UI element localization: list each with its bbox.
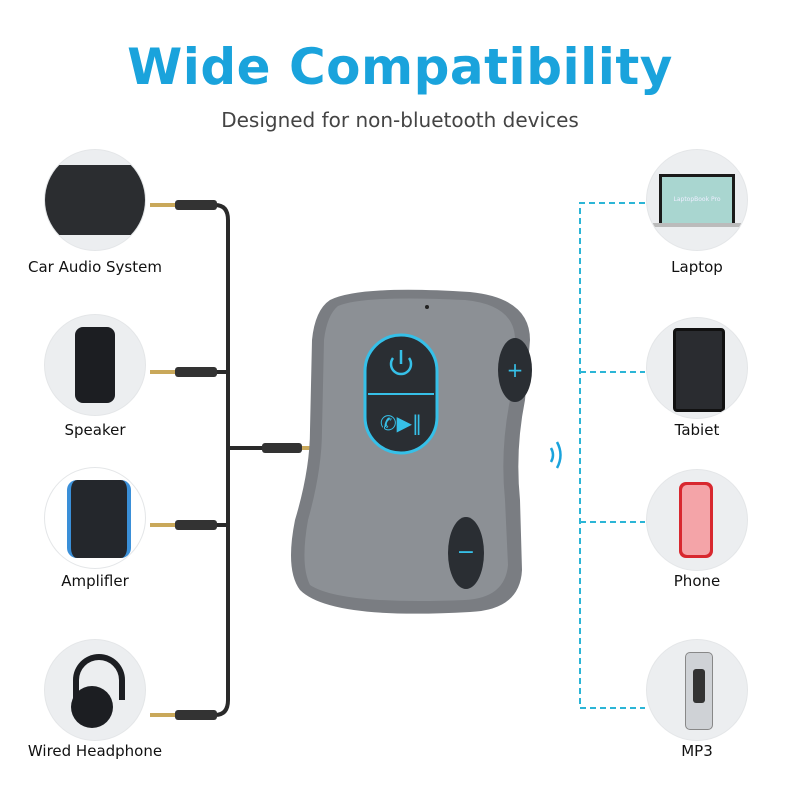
volume-up-button[interactable]: + <box>498 338 532 402</box>
device-label-amplifier: Amplifler <box>61 572 129 590</box>
phone-icon <box>647 470 747 570</box>
mp3-player-icon <box>647 640 747 740</box>
device-label-phone: Phone <box>673 572 721 590</box>
speaker-icon <box>45 315 145 415</box>
device-label-headphone: Wired Headphone <box>27 742 163 760</box>
bluetooth-receiver: ✆▶‖ + − <box>291 289 532 614</box>
volume-down-button[interactable]: − <box>448 517 484 589</box>
aux-jacks <box>150 200 322 720</box>
device-label-car-audio: Car Audio System <box>28 258 162 276</box>
power-button[interactable] <box>377 340 425 388</box>
device-label-mp3: MP3 <box>681 742 713 760</box>
wireless-links <box>579 202 645 709</box>
aux-cable <box>214 203 265 717</box>
amplifier-icon <box>45 468 145 568</box>
car-stereo-icon <box>45 150 145 250</box>
wireless-signal-icon <box>549 441 562 469</box>
device-label-speaker: Speaker <box>64 421 126 439</box>
device-label-laptop: Laptop <box>671 258 723 276</box>
page-title: Wide Compatibility <box>127 38 673 96</box>
page-subtitle: Designed for non-bluetooth devices <box>221 108 579 132</box>
svg-text:+: + <box>507 358 524 382</box>
svg-text:✆▶‖: ✆▶‖ <box>380 411 422 435</box>
device-label-tablet: Tabiet <box>674 421 720 439</box>
tablet-icon <box>647 318 747 418</box>
headphone-icon <box>45 640 145 740</box>
call-play-pause-button[interactable]: ✆▶‖ <box>380 411 422 435</box>
laptop-screen: LaptopBook Pro <box>659 174 735 226</box>
laptop-icon: LaptopBook Pro <box>647 150 747 250</box>
svg-text:−: − <box>457 540 475 565</box>
